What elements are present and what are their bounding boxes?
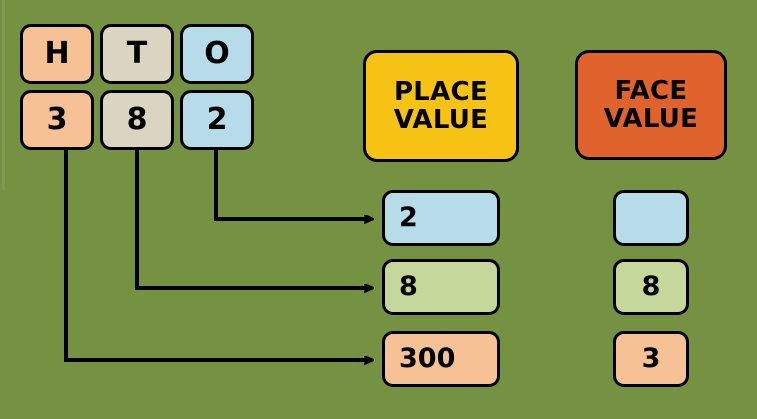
- face-value-label: FACE VALUE: [575, 50, 727, 160]
- place-value-row-ones[interactable]: 2: [382, 190, 500, 246]
- connector-tens-to-place-value: [135, 150, 372, 288]
- face-value-label-line2: VALUE: [603, 104, 699, 134]
- face-value-label-line1: FACE: [614, 75, 688, 106]
- digit-hundreds: 3: [20, 90, 94, 150]
- place-value-row-tens[interactable]: 8: [382, 259, 500, 315]
- place-value-label-line2: VALUE: [393, 105, 489, 135]
- digit-tens: 8: [100, 90, 174, 150]
- place-value-label: PLACE VALUE: [363, 50, 519, 162]
- place-heading-ones: O: [180, 24, 254, 84]
- digit-ones: 2: [180, 90, 254, 150]
- connector-ones-to-place-value: [214, 150, 372, 219]
- left-edge-artifact: [2, 0, 5, 190]
- place-value-row-hundreds[interactable]: 300: [382, 331, 500, 387]
- place-value-label-line1: PLACE: [393, 76, 489, 107]
- face-value-row-ones[interactable]: [613, 190, 689, 246]
- connector-hundreds-to-place-value: [64, 150, 372, 360]
- face-value-row-hundreds[interactable]: 3: [613, 331, 689, 387]
- face-value-row-tens[interactable]: 8: [613, 259, 689, 315]
- place-heading-hundreds: H: [20, 24, 94, 84]
- place-heading-tens: T: [100, 24, 174, 84]
